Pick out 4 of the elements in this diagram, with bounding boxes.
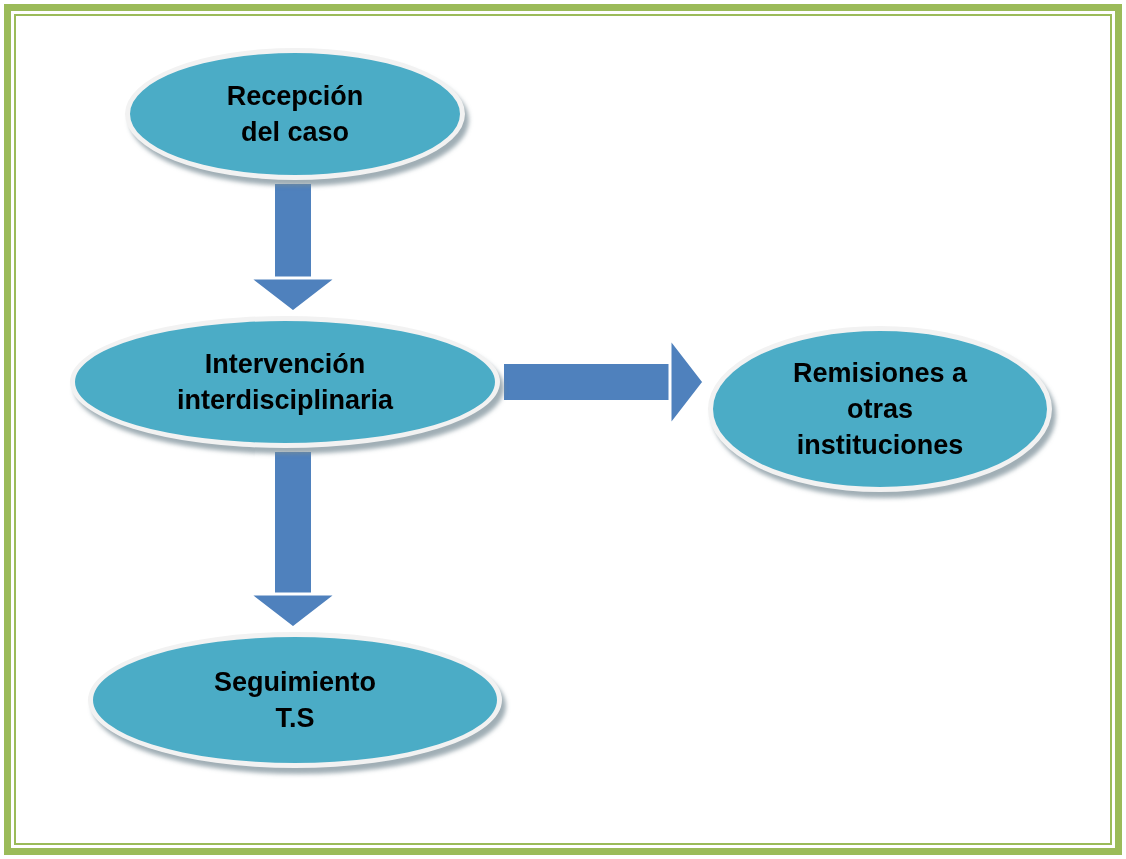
node-label: Intervención interdisciplinaria (175, 348, 395, 417)
node-label: Remisiones a otras instituciones (791, 357, 969, 462)
node-label: Recepción del caso (225, 80, 365, 149)
node-label: Seguimiento T.S (213, 666, 377, 735)
